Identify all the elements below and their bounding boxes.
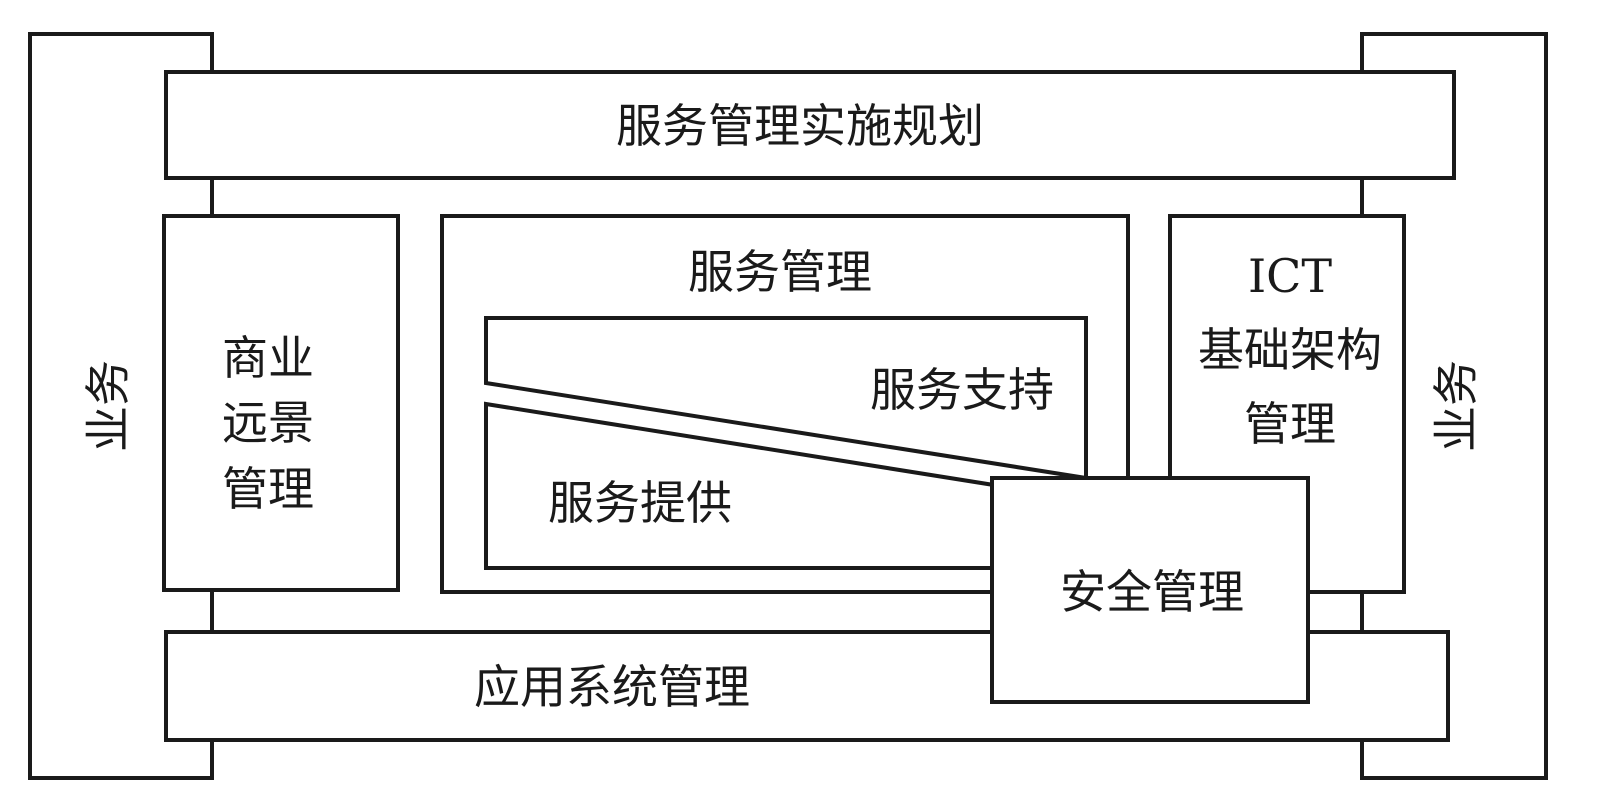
security-management-label: 安全管理 [1060,565,1244,619]
service-delivery-label: 服务提供 [548,476,732,530]
ict-infrastructure-line-1: ICT [1248,249,1332,303]
service-planning-bar [164,70,1456,180]
application-management-label: 应用系统管理 [474,660,750,714]
business-vision-line-1: 商业 [222,331,314,385]
service-support-label: 服务支持 [870,363,1054,417]
ict-infrastructure-line-2: 基础架构 [1198,323,1382,377]
business-vision-box [162,214,400,592]
business-vision-line-3: 管理 [222,462,314,516]
left-business-label: 业务 [81,360,135,452]
service-planning-label: 服务管理实施规划 [616,99,984,153]
business-vision-line-2: 远景 [222,396,314,450]
service-management-label: 服务管理 [688,245,872,299]
security-management-box [990,476,1310,704]
ict-infrastructure-line-3: 管理 [1244,397,1336,451]
right-business-label: 业务 [1429,360,1483,452]
